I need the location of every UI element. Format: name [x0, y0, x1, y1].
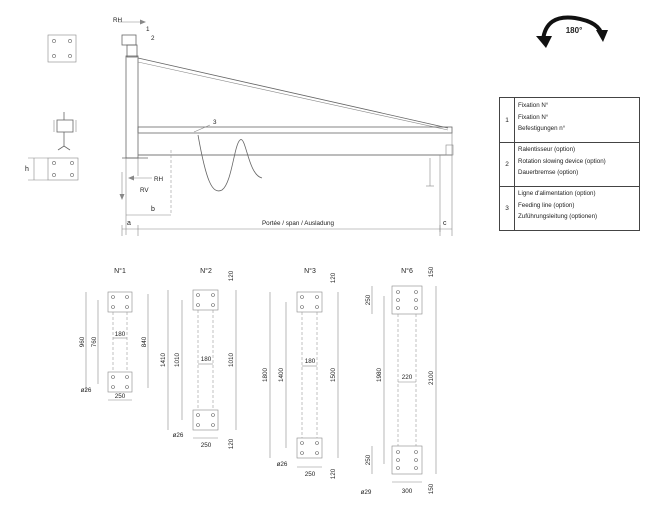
- reaction-rv-label: RV: [140, 187, 149, 194]
- reaction-rh-top-label: RH: [113, 17, 123, 24]
- top-plate-symbol: [47, 34, 77, 63]
- fixation-3-inner-width: 180: [305, 358, 316, 365]
- legend-row-1-number: 1: [500, 98, 515, 142]
- trolley-symbol: [53, 112, 77, 151]
- fixation-2-drawing: [167, 289, 237, 439]
- fixation-2-inner-height: 1010: [174, 353, 181, 368]
- fixation-2-top-offset: 120: [228, 270, 235, 281]
- fixation-3-right-height: 1500: [330, 368, 337, 383]
- fixation-6-inner-width: 220: [402, 374, 413, 381]
- callout-1-label: 1: [146, 26, 150, 33]
- fixation-1-title: N°1: [114, 267, 126, 275]
- fixation-3-outer-height: 1800: [262, 368, 269, 383]
- fixation-1-drawing: [85, 291, 149, 401]
- dim-c-label: c: [443, 220, 447, 227]
- fixation-6-outer-width: 300: [402, 488, 413, 495]
- fixation-6-bottom-plate: 250: [365, 454, 372, 465]
- fixation-1-right-height: 840: [141, 336, 148, 347]
- fixation-2-hole: ø26: [173, 432, 184, 439]
- fixation-1-hole: ø26: [81, 387, 92, 394]
- legend-row-3-number: 3: [500, 186, 515, 230]
- fixation-3-drawing: [269, 291, 339, 468]
- legend-row-3-line-1: Ligne d'alimentation (option): [518, 190, 596, 197]
- dim-a-label: a: [127, 220, 131, 227]
- floor-plate-symbol: [28, 157, 79, 181]
- legend-row-3-line-3: Zuführungsleitung (optionen): [518, 213, 598, 220]
- fixation-3-hole: ø26: [277, 461, 288, 468]
- fixation-6-top-offset: 150: [428, 266, 435, 277]
- legend-row-1: 1 Fixation N° Fixation N° Befestigungen …: [500, 98, 639, 143]
- fixation-3-outer-width: 250: [305, 471, 316, 478]
- legend-row-1-line-1: Fixation N°: [518, 102, 549, 109]
- legend-row-1-line-3: Befestigungen n°: [518, 125, 566, 132]
- legend-row-1-line-2: Fixation N°: [518, 113, 549, 121]
- fixation-6-title: N°6: [401, 267, 413, 275]
- reaction-rh-bottom-label: RH: [154, 176, 164, 183]
- fixation-6-outer-height: 1980: [376, 368, 383, 383]
- fixation-2-right-height: 1010: [228, 353, 235, 368]
- fixation-2-title: N°2: [200, 267, 212, 275]
- fixation-3-inner-height: 1400: [278, 368, 285, 383]
- rotation-label: 180°: [566, 26, 583, 35]
- fixation-6-drawing: [371, 285, 437, 483]
- dim-b-label: b: [151, 206, 155, 213]
- fixation-3-top-offset: 120: [330, 272, 337, 283]
- fixation-3-bottom-offset: 120: [330, 468, 337, 479]
- fixation-6-top-plate: 250: [365, 294, 372, 305]
- legend-row-2: 2 Ralentisseur (option) Rotation slowing…: [500, 142, 639, 187]
- rotation-arrow-icon: [536, 15, 608, 48]
- legend-row-2-line-3: Dauerbremse (option): [518, 169, 579, 176]
- fixation-3-title: N°3: [304, 267, 316, 275]
- fixation-1-outer-height: 960: [79, 336, 86, 347]
- legend-row-2-line-2: Rotation slowing device (option): [518, 157, 606, 165]
- fixation-6-bottom-offset: 150: [428, 483, 435, 494]
- fixation-1-outer-width: 250: [115, 393, 126, 400]
- height-h-label: h: [25, 166, 29, 173]
- fixation-6-hole: ø29: [361, 489, 372, 496]
- fixation-1-inner-width: 180: [115, 331, 126, 338]
- fixation-2-outer-width: 250: [201, 442, 212, 449]
- callout-2-label: 2: [151, 35, 155, 42]
- span-label: Portée / span / Ausladung: [262, 220, 335, 227]
- legend-row-2-line-1: Ralentisseur (option): [518, 146, 576, 153]
- legend-row-3: 3 Ligne d'alimentation (option) Feeding …: [500, 186, 639, 230]
- fixation-2-inner-width: 180: [201, 356, 212, 363]
- fixation-6-right-height: 2100: [428, 371, 435, 386]
- legend-row-2-number: 2: [500, 142, 515, 186]
- crane-elevation: [118, 19, 454, 236]
- fixation-1-inner-height: 760: [91, 336, 98, 347]
- legend-row-3-line-2: Feeding line (option): [518, 201, 575, 209]
- callout-3-label: 3: [213, 119, 217, 126]
- fixation-2-bottom-offset: 120: [228, 438, 235, 449]
- fixation-2-outer-height: 1410: [160, 353, 167, 368]
- legend-table: 1 Fixation N° Fixation N° Befestigungen …: [499, 97, 640, 231]
